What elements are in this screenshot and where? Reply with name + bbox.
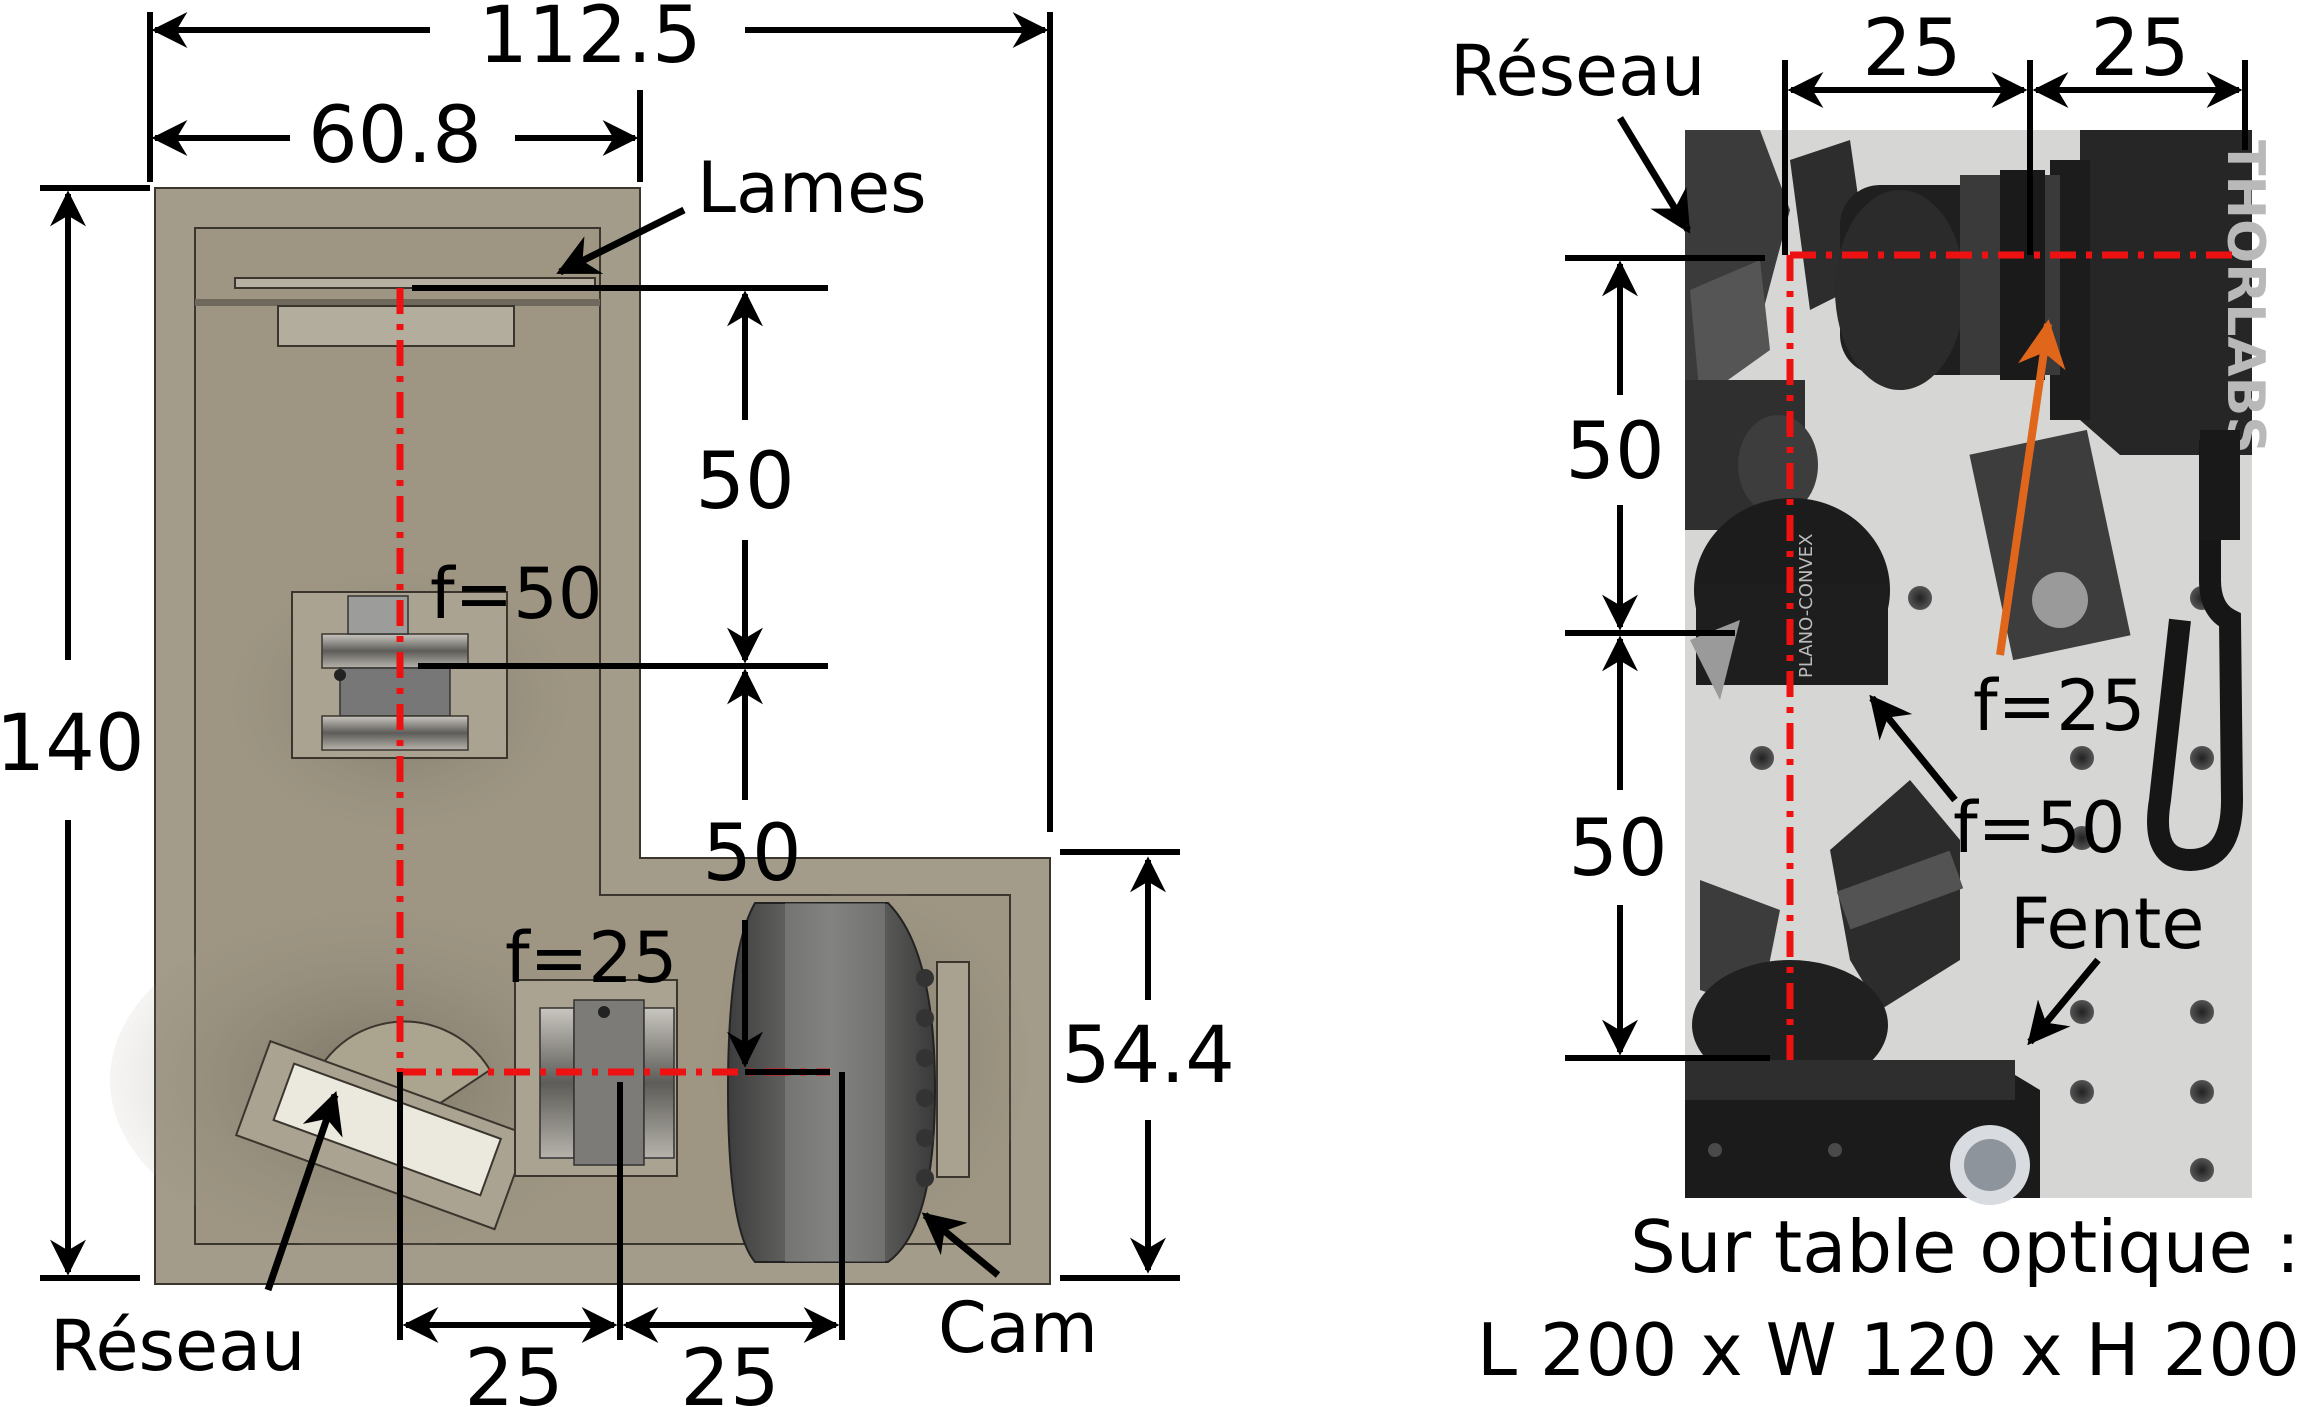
- label-lames: Lames: [697, 147, 927, 229]
- enclosure-drawing: [40, 12, 1180, 1343]
- pointer-f25: [1996, 319, 2066, 656]
- slit-mount: [1685, 960, 2040, 1205]
- thorlabs-brand: THORLABS: [2215, 140, 2275, 454]
- dim-total-height: 140: [0, 699, 144, 789]
- dim-spacing-bottom-2: 25: [680, 1334, 779, 1407]
- lens-marking: PLANO-CONVEX: [1796, 534, 1817, 678]
- lens-mount-f25: [514, 979, 678, 1177]
- dim-total-width: 112.5: [478, 0, 701, 81]
- label-lens-f25: f=25: [505, 917, 677, 999]
- camera-body: [726, 902, 970, 1263]
- dim-spacing-bottom-1: 25: [464, 1334, 563, 1407]
- caption-line-2: L 200 x W 120 x H 200: [1477, 1308, 2300, 1392]
- photo-label-fente: Fente: [2010, 883, 2204, 965]
- photo-dim-top-1: 25: [1862, 4, 1961, 94]
- dim-spacing-mid: 50: [702, 809, 801, 899]
- dim-lower-height: 54.4: [1061, 1011, 1235, 1101]
- optical-path: [396, 288, 830, 1076]
- drawing-labels: 112.5 60.8 140 54.4 50 50 25 25 Lames f=…: [0, 0, 1235, 1407]
- photo-label-f50: f=50: [1953, 787, 2125, 869]
- lens-f25: [1835, 170, 2131, 661]
- dim-inner-width: 60.8: [308, 91, 482, 181]
- dim-spacing-top: 50: [695, 437, 794, 527]
- photo-dim-side-1: 50: [1565, 407, 1664, 497]
- photo-label-f25: f=25: [1973, 665, 2145, 747]
- photo-labels: Réseau 25 25 50 50 f=25 f=50 Fente Sur t…: [1450, 4, 2300, 1392]
- label-cam: Cam: [938, 1287, 1098, 1369]
- photo-optical-path: [1786, 251, 2240, 1060]
- bench-photo: THORLABS PLANO-CONVEX: [1565, 60, 2275, 1205]
- photo-label-reseau: Réseau: [1450, 30, 1705, 112]
- caption-line-1: Sur table optique :: [1630, 1205, 2300, 1289]
- photo-dim-top-2: 25: [2090, 4, 2189, 94]
- photo-dim-side-2: 50: [1568, 804, 1667, 894]
- label-reseau: Réseau: [50, 1305, 305, 1387]
- label-lens-f50: f=50: [430, 553, 602, 635]
